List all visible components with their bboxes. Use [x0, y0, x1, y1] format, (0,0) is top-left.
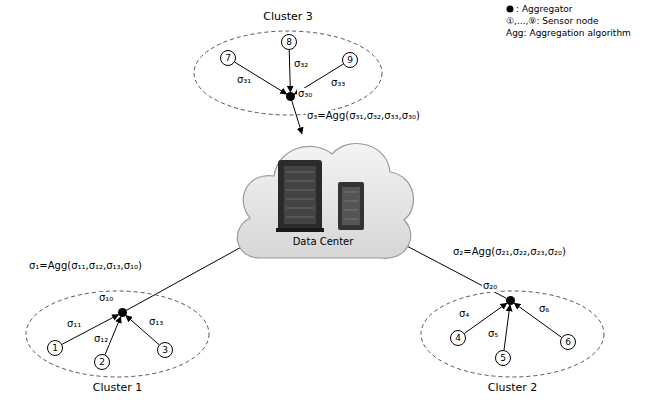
connector-arrow — [465, 303, 507, 333]
cluster-heading: Cluster 2 — [420, 382, 605, 395]
cluster-heading: Cluster 1 — [25, 382, 210, 395]
cluster-region: Cluster 1σ₁₀123 — [25, 290, 210, 378]
edge-label: σ₁₂ — [93, 333, 109, 345]
sensor-number: 6 — [565, 337, 571, 347]
sensor-node: 1 — [47, 340, 63, 356]
cluster-heading: Cluster 3 — [193, 11, 383, 24]
connector-arrow — [504, 305, 510, 350]
sensor-node: 8 — [281, 34, 297, 50]
cluster-region: Cluster 3σ₃₀789 — [193, 30, 383, 116]
edge-label: σ₂=Agg(σ₂₁,σ₂₂,σ₂₃,σ₂₀) — [452, 246, 567, 258]
sensor-node: 9 — [342, 52, 358, 68]
edge-label: σ₃₃ — [330, 77, 346, 89]
edge-label: σ₁₃ — [148, 316, 164, 328]
sensor-number: 8 — [286, 37, 292, 47]
edge-label: σ₅ — [487, 328, 499, 340]
legend: : Aggregator①,...,⑨: Sensor nodeAgg: Agg… — [506, 3, 631, 39]
legend-entry: Agg: Aggregation algorithm — [506, 27, 631, 39]
cluster-region: Cluster 2σ₂₀456 — [420, 290, 605, 378]
aggregator-label: σ₁₀ — [98, 292, 114, 304]
sensor-number: 7 — [225, 53, 231, 63]
sensor-number: 5 — [500, 353, 506, 363]
edge-label: σ₁₁ — [66, 318, 82, 330]
data-center: Data Center — [228, 132, 418, 272]
sensor-node: 3 — [157, 342, 173, 358]
connector-arrow — [292, 101, 302, 134]
sensor-number: 2 — [99, 357, 105, 367]
edge-label: σ₃₁ — [236, 74, 252, 86]
aggregator-dot: σ₂₀ — [506, 296, 515, 305]
aggregator-dot: σ₁₀ — [118, 308, 127, 317]
data-center-label: Data Center — [228, 236, 418, 248]
connector-arrow — [514, 303, 561, 337]
edge-label: σ₃₂ — [293, 58, 309, 70]
connector-arrow — [126, 244, 246, 310]
sensor-node: 7 — [220, 50, 236, 66]
edge-label: σ₁=Agg(σ₁₁,σ₁₂,σ₁₃,σ₁₀) — [28, 260, 143, 272]
aggregator-label: σ₃₀ — [297, 88, 313, 100]
sensor-node: 2 — [94, 354, 110, 370]
aggregator-dot: σ₃₀ — [286, 92, 295, 101]
aggregator-label: σ₂₀ — [482, 280, 498, 292]
legend-entry: : Aggregator — [506, 3, 631, 15]
legend-entry: ①,...,⑨: Sensor node — [506, 15, 631, 27]
legend-dot — [507, 6, 514, 13]
cluster-outline — [25, 290, 210, 378]
edge-label: σ₄ — [458, 308, 470, 320]
sensor-node: 4 — [450, 330, 466, 346]
connector-arrow — [289, 50, 290, 92]
sensor-number: 1 — [52, 343, 58, 353]
edge-label: σ₆ — [538, 303, 550, 315]
sensor-number: 4 — [455, 333, 461, 343]
connector-arrow — [235, 62, 287, 94]
sensor-number: 3 — [162, 345, 168, 355]
sensor-node: 5 — [495, 350, 511, 366]
edge-label: σ₃=Agg(σ₃₁,σ₃₂,σ₃₃,σ₃₀) — [306, 110, 421, 122]
cloud-illustration — [228, 132, 418, 272]
sensor-node: 6 — [560, 334, 576, 350]
connector-arrow — [62, 315, 118, 345]
sensor-number: 9 — [347, 55, 353, 65]
